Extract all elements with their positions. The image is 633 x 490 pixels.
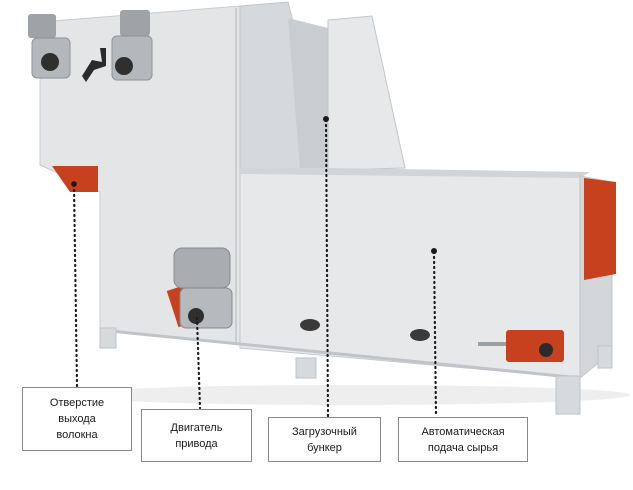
feed-control-knob [539, 343, 553, 357]
leg-2 [295, 357, 317, 379]
callout-loading-hopper: Загрузочный бункер [268, 417, 381, 462]
leg-4 [597, 345, 613, 369]
base-rail [99, 328, 581, 380]
lower-body-top [240, 168, 590, 178]
top-valve-handle [82, 48, 106, 82]
hopper-wall-back [288, 18, 328, 170]
drive-motor [166, 247, 233, 329]
end-cover-plate [584, 178, 616, 280]
top-motor-left [28, 14, 71, 79]
leader-dot-hopper [323, 116, 329, 122]
fiber-outlet-plate [52, 166, 98, 192]
callout-fiber-outlet: Отверстие выхода волокна [22, 387, 132, 451]
mount-bolt-1 [300, 319, 320, 331]
leader-line-hopper [324, 118, 330, 418]
leg-3 [555, 375, 581, 415]
feed-control-plate [506, 330, 564, 362]
mount-bolt-2 [410, 329, 430, 341]
callout-auto-feed-text: Автоматическая подача сырья [421, 425, 505, 454]
top-motor-right [111, 10, 153, 81]
leg-1 [99, 327, 117, 349]
leader-dot-auto-feed [431, 248, 437, 254]
leader-dot-fiber-outlet [71, 181, 77, 187]
leader-line-fiber-outlet [72, 183, 79, 388]
leader-line-drive-motor [195, 316, 202, 410]
callout-loading-hopper-text: Загрузочный бункер [292, 425, 357, 454]
callout-drive-motor-text: Двигатель привода [170, 421, 223, 450]
callout-auto-feed: Автоматическая подача сырья [398, 417, 528, 462]
leader-line-auto-feed [432, 250, 438, 418]
hopper-wall-front [327, 15, 406, 171]
callout-fiber-outlet-text: Отверстие выхода волокна [49, 397, 105, 441]
floor-shadow [70, 385, 630, 405]
callout-drive-motor: Двигатель привода [141, 409, 252, 462]
